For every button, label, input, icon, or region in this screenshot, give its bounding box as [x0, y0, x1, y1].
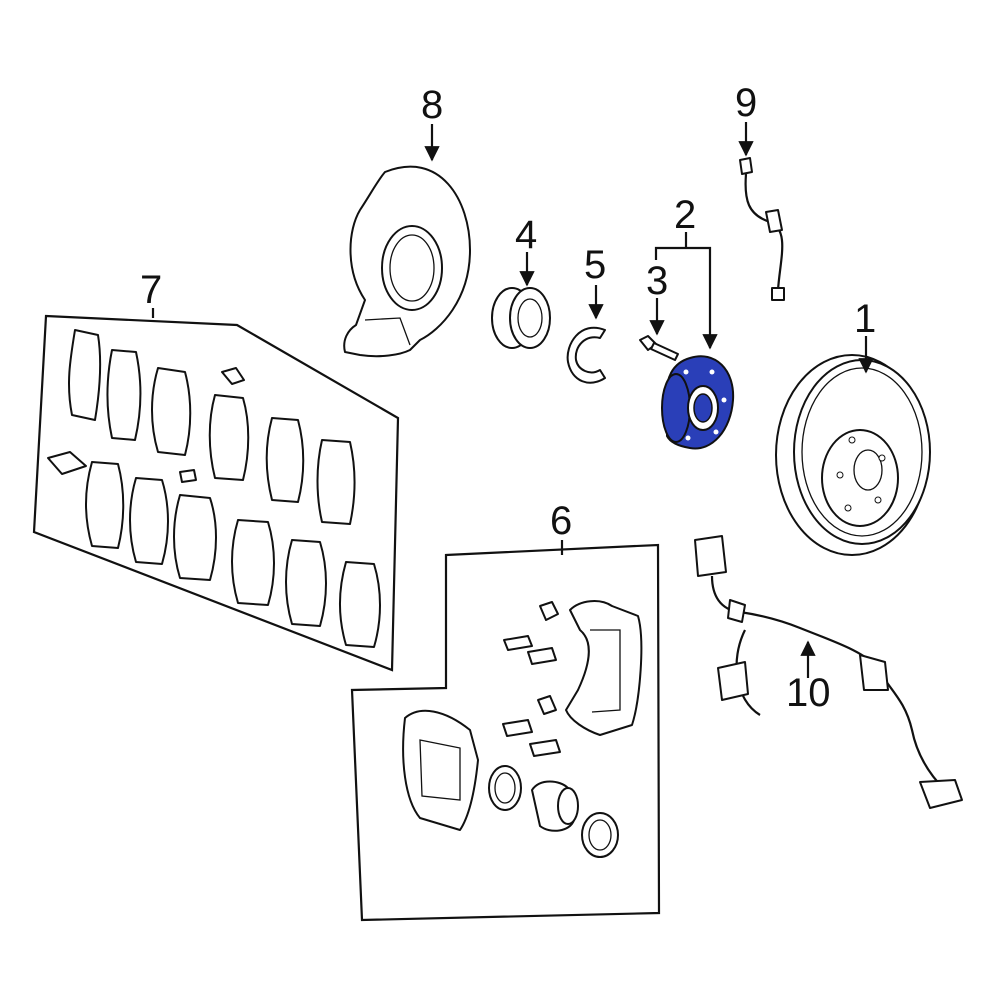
callout-3: 3: [646, 259, 668, 303]
callout-7: 7: [140, 268, 162, 312]
callout-9: 9: [735, 81, 757, 125]
callout-8: 8: [421, 83, 443, 127]
brake-rotor[interactable]: 1: [775, 297, 931, 556]
wheel-bearing[interactable]: 4: [491, 213, 551, 349]
brake-pad-set-panel[interactable]: 7: [32, 268, 400, 672]
callout-10: 10: [786, 671, 831, 715]
hub-bolt[interactable]: 3: [639, 259, 679, 361]
brake-pad: [47, 329, 381, 648]
brake-dust-shield[interactable]: 8: [343, 83, 471, 358]
brake-caliper-panel[interactable]: 6: [350, 499, 661, 922]
callout-2: 2: [674, 193, 696, 237]
caliper-components: [402, 600, 643, 858]
wheel-hub-assembly[interactable]: 2: [654, 193, 735, 450]
callout-1: 1: [854, 297, 876, 341]
callout-5: 5: [584, 243, 606, 287]
callout-4: 4: [515, 213, 537, 257]
abs-wheel-speed-sensor[interactable]: 10: [694, 535, 963, 809]
brake-hose[interactable]: 9: [735, 81, 785, 301]
snap-ring[interactable]: 5: [566, 243, 607, 384]
callout-6: 6: [550, 499, 572, 543]
